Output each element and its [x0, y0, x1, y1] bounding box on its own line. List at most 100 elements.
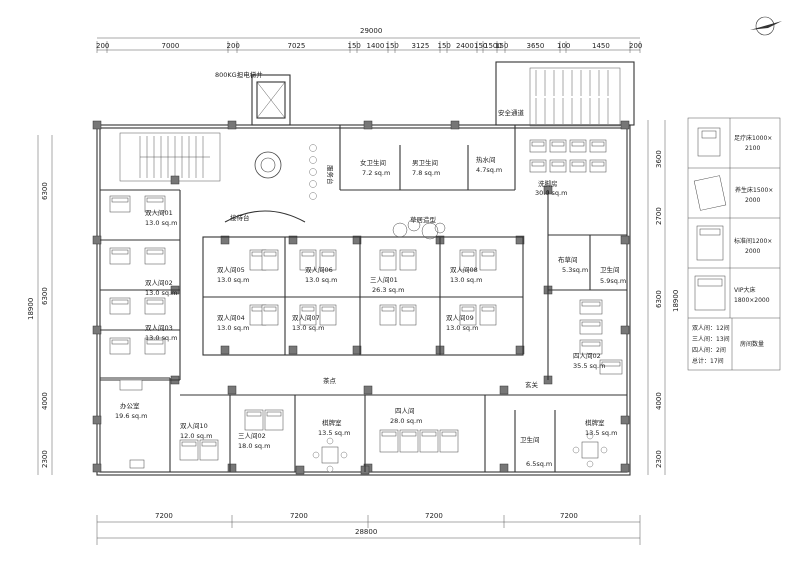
- legend-item-1-b: 2100: [745, 145, 760, 152]
- top-dim-15: 1450: [592, 42, 610, 50]
- wc-right-label: 卫生间: [600, 265, 620, 274]
- bar-stool: [309, 156, 317, 164]
- triple-b-area: 18.0 sq.m: [238, 442, 270, 450]
- north-arrow-icon: [750, 16, 782, 36]
- safety-label: 安全通道: [498, 108, 525, 117]
- storage-area: 5.3sq.m: [562, 266, 588, 274]
- room-05-area: 13.0 sq.m: [217, 276, 249, 284]
- legend-item-1-a: 足疗床1000×: [734, 134, 772, 142]
- right-dimension-line: 3600 2700 18900 6300 4000 2300: [647, 120, 680, 475]
- column: [515, 235, 525, 245]
- column: [288, 345, 298, 355]
- top-dim-0: 200: [96, 42, 109, 50]
- room-02-label: 双人间02: [145, 279, 173, 287]
- room-03-label: 双人间03: [145, 324, 173, 332]
- bar-stool: [309, 192, 317, 200]
- column: [363, 385, 373, 395]
- quad-room2-label: 四人间02: [573, 352, 601, 360]
- desk: [129, 459, 145, 469]
- bottom-dimension-line: 7200 7200 7200 7200 28800: [96, 512, 641, 545]
- room-10-label: 双人间10: [180, 422, 208, 430]
- room-06-label: 双人间06: [305, 266, 333, 274]
- column: [620, 463, 630, 473]
- column: [288, 235, 298, 245]
- top-dim-2: 200: [227, 42, 240, 50]
- column: [227, 385, 237, 395]
- room-08-area: 13.0 sq.m: [450, 276, 482, 284]
- left-dim-4: 2300: [41, 450, 49, 468]
- counter-label: 服务台: [326, 165, 335, 185]
- bottom-dim-total: 28800: [355, 528, 377, 536]
- reception-label: 接待台: [230, 213, 250, 222]
- bar-stool: [309, 180, 317, 188]
- legend-standard-bed-icon: [696, 225, 724, 261]
- column: [363, 120, 373, 130]
- right-dim-2: 2700: [655, 207, 663, 225]
- legend-count-title: 房间数量: [740, 340, 764, 348]
- legend-item-4-a: VIP大床: [734, 286, 756, 294]
- top-dim-4: 150: [348, 42, 361, 50]
- bar-stool: [309, 144, 317, 152]
- triple-room-label: 三人间01: [370, 276, 398, 284]
- legend-count-3: 四人间：2间: [692, 346, 726, 354]
- room-05-label: 双人间05: [217, 266, 245, 274]
- right-dim-5: 2300: [655, 450, 663, 468]
- bottom-dim-2: 7200: [290, 512, 308, 520]
- column: [352, 235, 362, 245]
- restroom-f-area: 7.2 sq.m: [362, 169, 390, 177]
- legend-vip-bed-icon: [694, 275, 726, 311]
- foot-room-label: 洗脚房: [538, 179, 558, 188]
- column: [450, 120, 460, 130]
- plant-decoration: [392, 218, 446, 240]
- left-dim-1: 6300: [41, 182, 49, 200]
- bottom-dim-4: 7200: [560, 512, 578, 520]
- room-08-label: 双人间08: [450, 266, 478, 274]
- column: [499, 385, 509, 395]
- room-07-label: 双人间07: [292, 314, 320, 322]
- legend-item-2-a: 养生床1500×: [735, 186, 773, 194]
- legend-item-3-a: 标准间1200×: [734, 237, 772, 245]
- bottom-dim-1: 7200: [155, 512, 173, 520]
- column: [220, 345, 230, 355]
- restroom-m-area: 7.8 sq.m: [412, 169, 440, 177]
- legend-count-2: 三人间：13间: [692, 335, 730, 343]
- legend: 足疗床1000× 2100 养生床1500× 2000 标准间1200× 200…: [687, 117, 781, 371]
- sofa: [119, 379, 143, 391]
- quad-room-area: 28.0 sq.m: [390, 417, 422, 425]
- room-02-area: 13.0 sq.m: [145, 289, 177, 297]
- column: [92, 120, 102, 130]
- room-labels: 接待台 草居造型 女卫生间 7.2 sq.m 男卫生间 7.8 sq.m 热水间…: [115, 108, 626, 468]
- room-06-area: 13.0 sq.m: [305, 276, 337, 284]
- column: [92, 415, 102, 425]
- total-width-label: 29000: [360, 27, 382, 35]
- entrance-label: 玄关: [525, 380, 539, 389]
- restroom-m-label: 男卫生间: [412, 158, 438, 167]
- column: [227, 463, 237, 473]
- top-dim-10: 150: [474, 42, 487, 50]
- right-dim-total: 18900: [672, 290, 680, 312]
- room-09-area: 13.0 sq.m: [446, 324, 478, 332]
- beds: [109, 139, 623, 461]
- quad-room-label: 四人间: [395, 407, 415, 415]
- legend-count-1: 双人间：12间: [692, 324, 730, 332]
- water-scene-label: 草居造型: [410, 215, 437, 224]
- office-area: 19.6 sq.m: [115, 412, 147, 420]
- column: [515, 345, 525, 355]
- chess-label: 棋牌室: [322, 418, 342, 427]
- top-dim-8: 150: [438, 42, 451, 50]
- legend-item-3-b: 2000: [745, 248, 760, 255]
- room-01-label: 双人间01: [145, 209, 173, 217]
- right-dim-1: 3600: [655, 150, 663, 168]
- top-dim-11: 1500: [484, 42, 502, 50]
- room-03-area: 13.0 sq.m: [145, 334, 177, 342]
- bar-stool: [309, 168, 317, 176]
- tables: [119, 379, 608, 473]
- column: [92, 325, 102, 335]
- restroom-f-label: 女卫生间: [360, 158, 386, 167]
- room-04-area: 13.0 sq.m: [217, 324, 249, 332]
- right-dim-3: 6300: [655, 290, 663, 308]
- office-label: 办公室: [120, 401, 140, 410]
- triple-b-label: 三人间02: [238, 432, 266, 440]
